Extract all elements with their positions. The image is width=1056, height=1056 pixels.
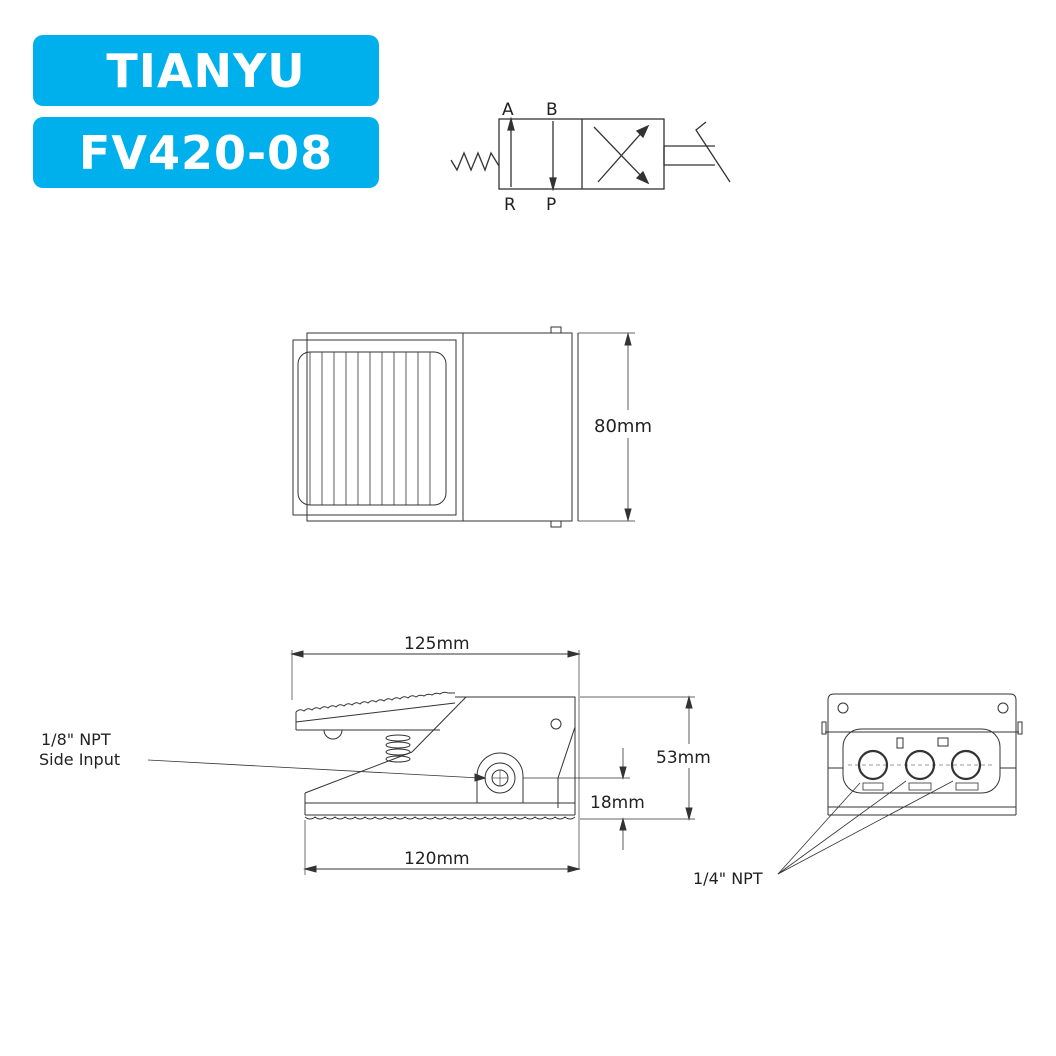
valve-symbol (450, 116, 731, 192)
port-height-dimension: 18mm (590, 793, 645, 813)
top-view (292, 326, 635, 528)
side-view (147, 650, 695, 875)
port-a-label: A (502, 100, 514, 120)
overall-length-dimension: 125mm (404, 634, 470, 654)
pedal-actuator-icon (695, 121, 731, 183)
spring-icon (450, 151, 500, 172)
side-port-label-line1: 1/8" NPT (41, 730, 111, 749)
port-b-label: B (546, 100, 558, 120)
port-r-label: R (504, 195, 516, 215)
port-p-label: P (546, 195, 556, 215)
width-dimension: 80mm (594, 416, 652, 437)
port-out-icon (950, 749, 982, 781)
spring-icon (385, 734, 411, 763)
brand-badge: TIANYU (33, 35, 379, 106)
base-length-dimension: 120mm (404, 849, 470, 869)
model-badge: FV420-08 (33, 117, 379, 188)
end-view (777, 693, 1023, 875)
screw-icon (997, 702, 1009, 714)
end-port-label: 1/4" NPT (693, 869, 763, 888)
side-port-label-line2: Side Input (39, 750, 120, 769)
height-dimension: 53mm (656, 748, 711, 768)
screw-icon (837, 702, 849, 714)
